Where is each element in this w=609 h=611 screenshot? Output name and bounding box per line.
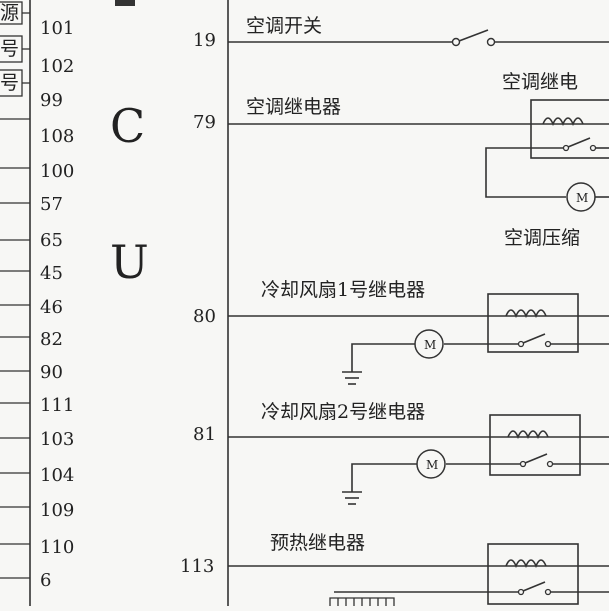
pin-6: 6	[40, 570, 51, 591]
pin-110: 110	[40, 537, 74, 558]
pin-82: 82	[40, 329, 63, 350]
left-label-2: 号	[0, 38, 19, 60]
preheat-relay-coil	[505, 559, 547, 569]
pin-57: 57	[40, 194, 63, 215]
fan2-relay-coil	[507, 430, 549, 440]
left-pin-numbers: 101 102 99 108 100 57 65 45 46 82 90 111…	[40, 18, 74, 591]
pin-109: 109	[40, 500, 74, 521]
fan1-relay-box	[487, 293, 579, 353]
pin-46: 46	[40, 297, 63, 318]
pin-113: 113	[180, 556, 214, 577]
svg-text:M: M	[426, 458, 438, 472]
ac-relay-coil	[542, 117, 584, 127]
preheat-relay-label: 预热继电器	[270, 532, 365, 554]
fan1-relay-label: 冷却风扇1号继电器	[261, 279, 425, 301]
preheat-relay-circuit: 预热继电器	[228, 532, 609, 606]
ac-switch-circuit: 空调开关	[228, 15, 609, 47]
ac-relay-contact	[567, 137, 591, 148]
ac-compressor-label: 空调压缩	[504, 227, 580, 249]
glow-plug-symbol	[329, 597, 395, 606]
fan1-relay-circuit: 冷却风扇1号继电器 M	[228, 279, 609, 385]
left-label-1: 源	[0, 2, 19, 24]
pin-100: 100	[40, 161, 74, 182]
pin-101: 101	[40, 18, 74, 39]
pin-81: 81	[193, 424, 216, 445]
pin-103: 103	[40, 429, 74, 450]
pin-99: 99	[40, 90, 63, 111]
ac-relay-box-label: 空调继电	[502, 71, 578, 93]
pin-111: 111	[40, 395, 74, 416]
pin-79: 79	[193, 112, 216, 133]
fan2-relay-label: 冷却风扇2号继电器	[261, 401, 425, 423]
pin-108: 108	[40, 126, 74, 147]
svg-text:M: M	[424, 338, 436, 352]
fan1-relay-coil	[505, 309, 547, 319]
pin-80: 80	[193, 306, 216, 327]
ac-switch-label: 空调开关	[246, 15, 322, 37]
fan2-relay-circuit: 冷却风扇2号继电器 M	[228, 401, 609, 505]
ecu-letter-e-fragment	[115, 0, 135, 6]
pin-90: 90	[40, 362, 63, 383]
svg-text:M: M	[576, 191, 588, 205]
ac-relay-circuit: 空调继电器 空调继电 M 空调压缩	[228, 71, 609, 249]
ac-relay-box	[530, 99, 609, 159]
switch-contact	[458, 29, 489, 42]
ecu-letter-c: C	[110, 99, 145, 153]
pin-102: 102	[40, 56, 74, 77]
pin-19: 19	[193, 30, 216, 51]
fan2-relay-box	[489, 414, 581, 476]
ac-relay-label: 空调继电器	[246, 96, 341, 118]
ecu-letter-u: U	[110, 235, 149, 289]
pin-65: 65	[40, 230, 63, 251]
pin-104: 104	[40, 465, 74, 486]
left-label-3: 号	[0, 72, 19, 94]
preheat-relay-box	[487, 543, 579, 605]
left-pin-stubs	[0, 12, 30, 579]
pin-45: 45	[40, 263, 63, 284]
